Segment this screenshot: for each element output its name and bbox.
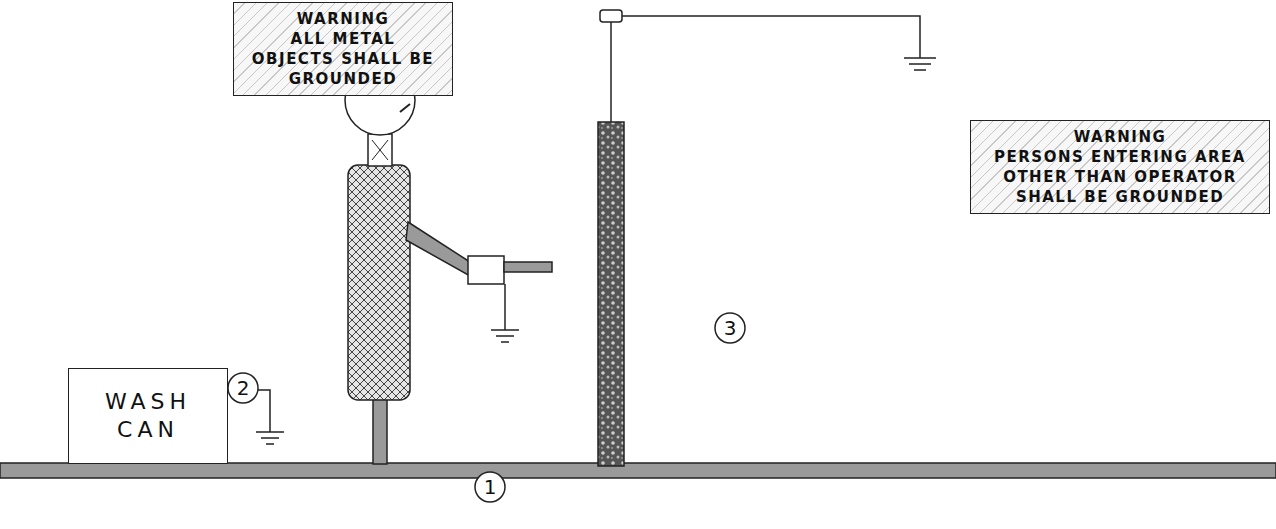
sign-text: WASH CAN — [75, 388, 221, 444]
callout-circle — [228, 313, 745, 502]
callout-number: 3 — [716, 314, 744, 342]
warning-sign: WARNINGALL METAL OBJECTS SHALL BE GROUND… — [233, 2, 453, 96]
sign-heading: WARNING — [246, 9, 440, 29]
floor — [0, 463, 1276, 478]
sign-heading: WARNING — [983, 127, 1257, 147]
sign-text: ALL METAL OBJECTS SHALL BE GROUNDED — [246, 29, 440, 89]
callout-number: 2 — [229, 374, 257, 402]
operator-figure — [345, 56, 552, 464]
ground-wire — [491, 284, 519, 342]
warning-sign: WARNINGPERSONS ENTERING AREA OTHER THAN … — [970, 120, 1270, 214]
grounding-rod — [598, 10, 936, 466]
callout-number: 1 — [476, 473, 504, 501]
sign-text: PERSONS ENTERING AREA OTHER THAN OPERATO… — [983, 147, 1257, 207]
wash-can: WASH CAN — [68, 368, 228, 464]
